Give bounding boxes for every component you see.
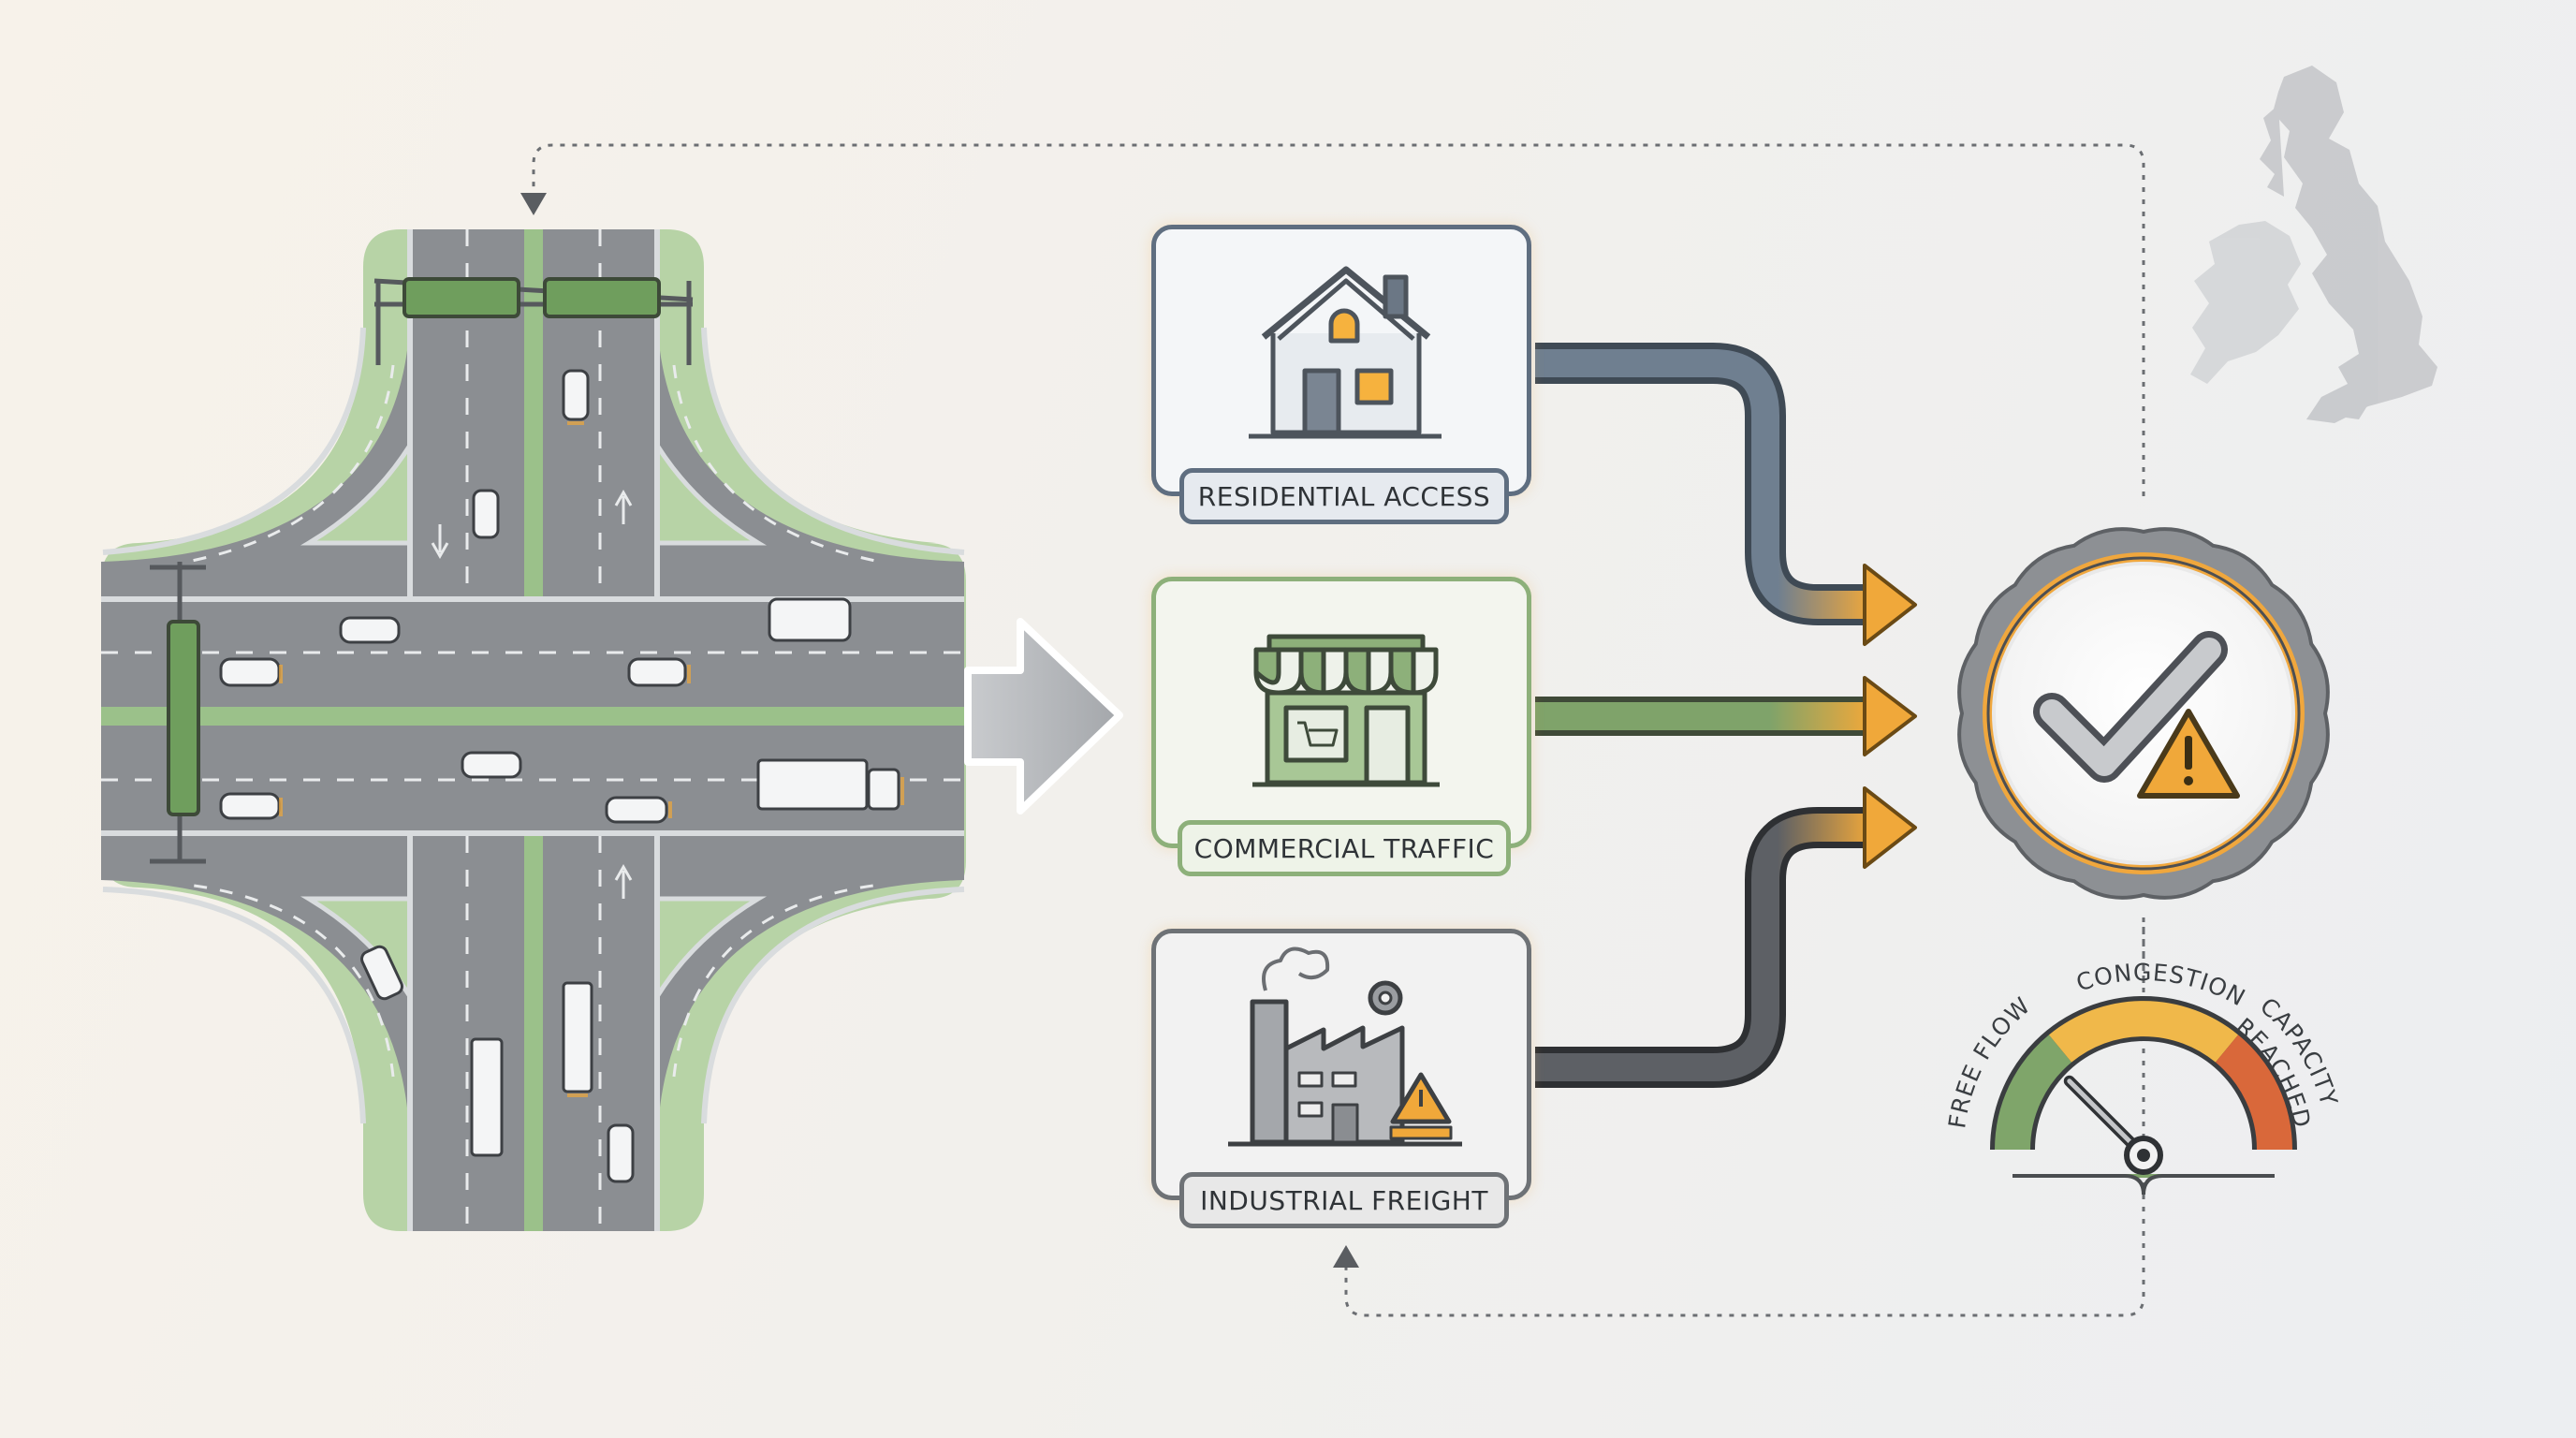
van-icon [768,597,852,642]
connector-residential [1535,343,1917,646]
car-icon [607,1123,635,1183]
car-icon [339,616,401,644]
car-icon [360,945,403,1001]
car-icon [461,751,522,779]
car-icon [219,657,281,687]
commercial-traffic-label: COMMERCIAL TRAFFIC [1178,820,1511,876]
gauge-zone-congestion [2048,1001,2239,1063]
connector-industrial [1535,786,1917,1088]
truck-cab-icon [867,768,900,811]
industrial-freight-label: INDUSTRIAL FREIGHT [1179,1172,1509,1228]
car-icon [562,369,590,421]
sign-gantry-left [150,562,206,864]
arrow-down-icon [520,193,547,215]
car-icon [627,657,687,687]
car-icon [472,489,500,539]
check-warning-badge-icon [1957,527,2330,900]
gauge-zone-capacity [2215,1034,2292,1151]
feedback-loop-bottom [1333,927,2145,1317]
sign-gantry-top [373,277,694,365]
feedback-loop-top [520,143,2145,496]
vehicles [219,369,900,1183]
commercial-card [1151,577,1531,848]
residential-card [1151,225,1531,496]
residential-access-label: RESIDENTIAL ACCESS [1179,468,1509,524]
gauge-zone-free-flow [1995,1034,2072,1151]
car-icon [605,796,668,824]
arrow-up-icon [1333,1245,1359,1268]
gauge-icon [1990,917,2297,1196]
car-icon [219,792,281,820]
flow-arrow [964,618,1123,814]
industrial-card [1151,929,1531,1200]
connector-commercial [1535,676,1917,756]
truck-icon [562,981,593,1093]
interchange-map [101,229,966,1231]
uk-map-icon [2190,66,2437,423]
truck-icon [756,758,869,811]
truck-icon [470,1037,504,1157]
